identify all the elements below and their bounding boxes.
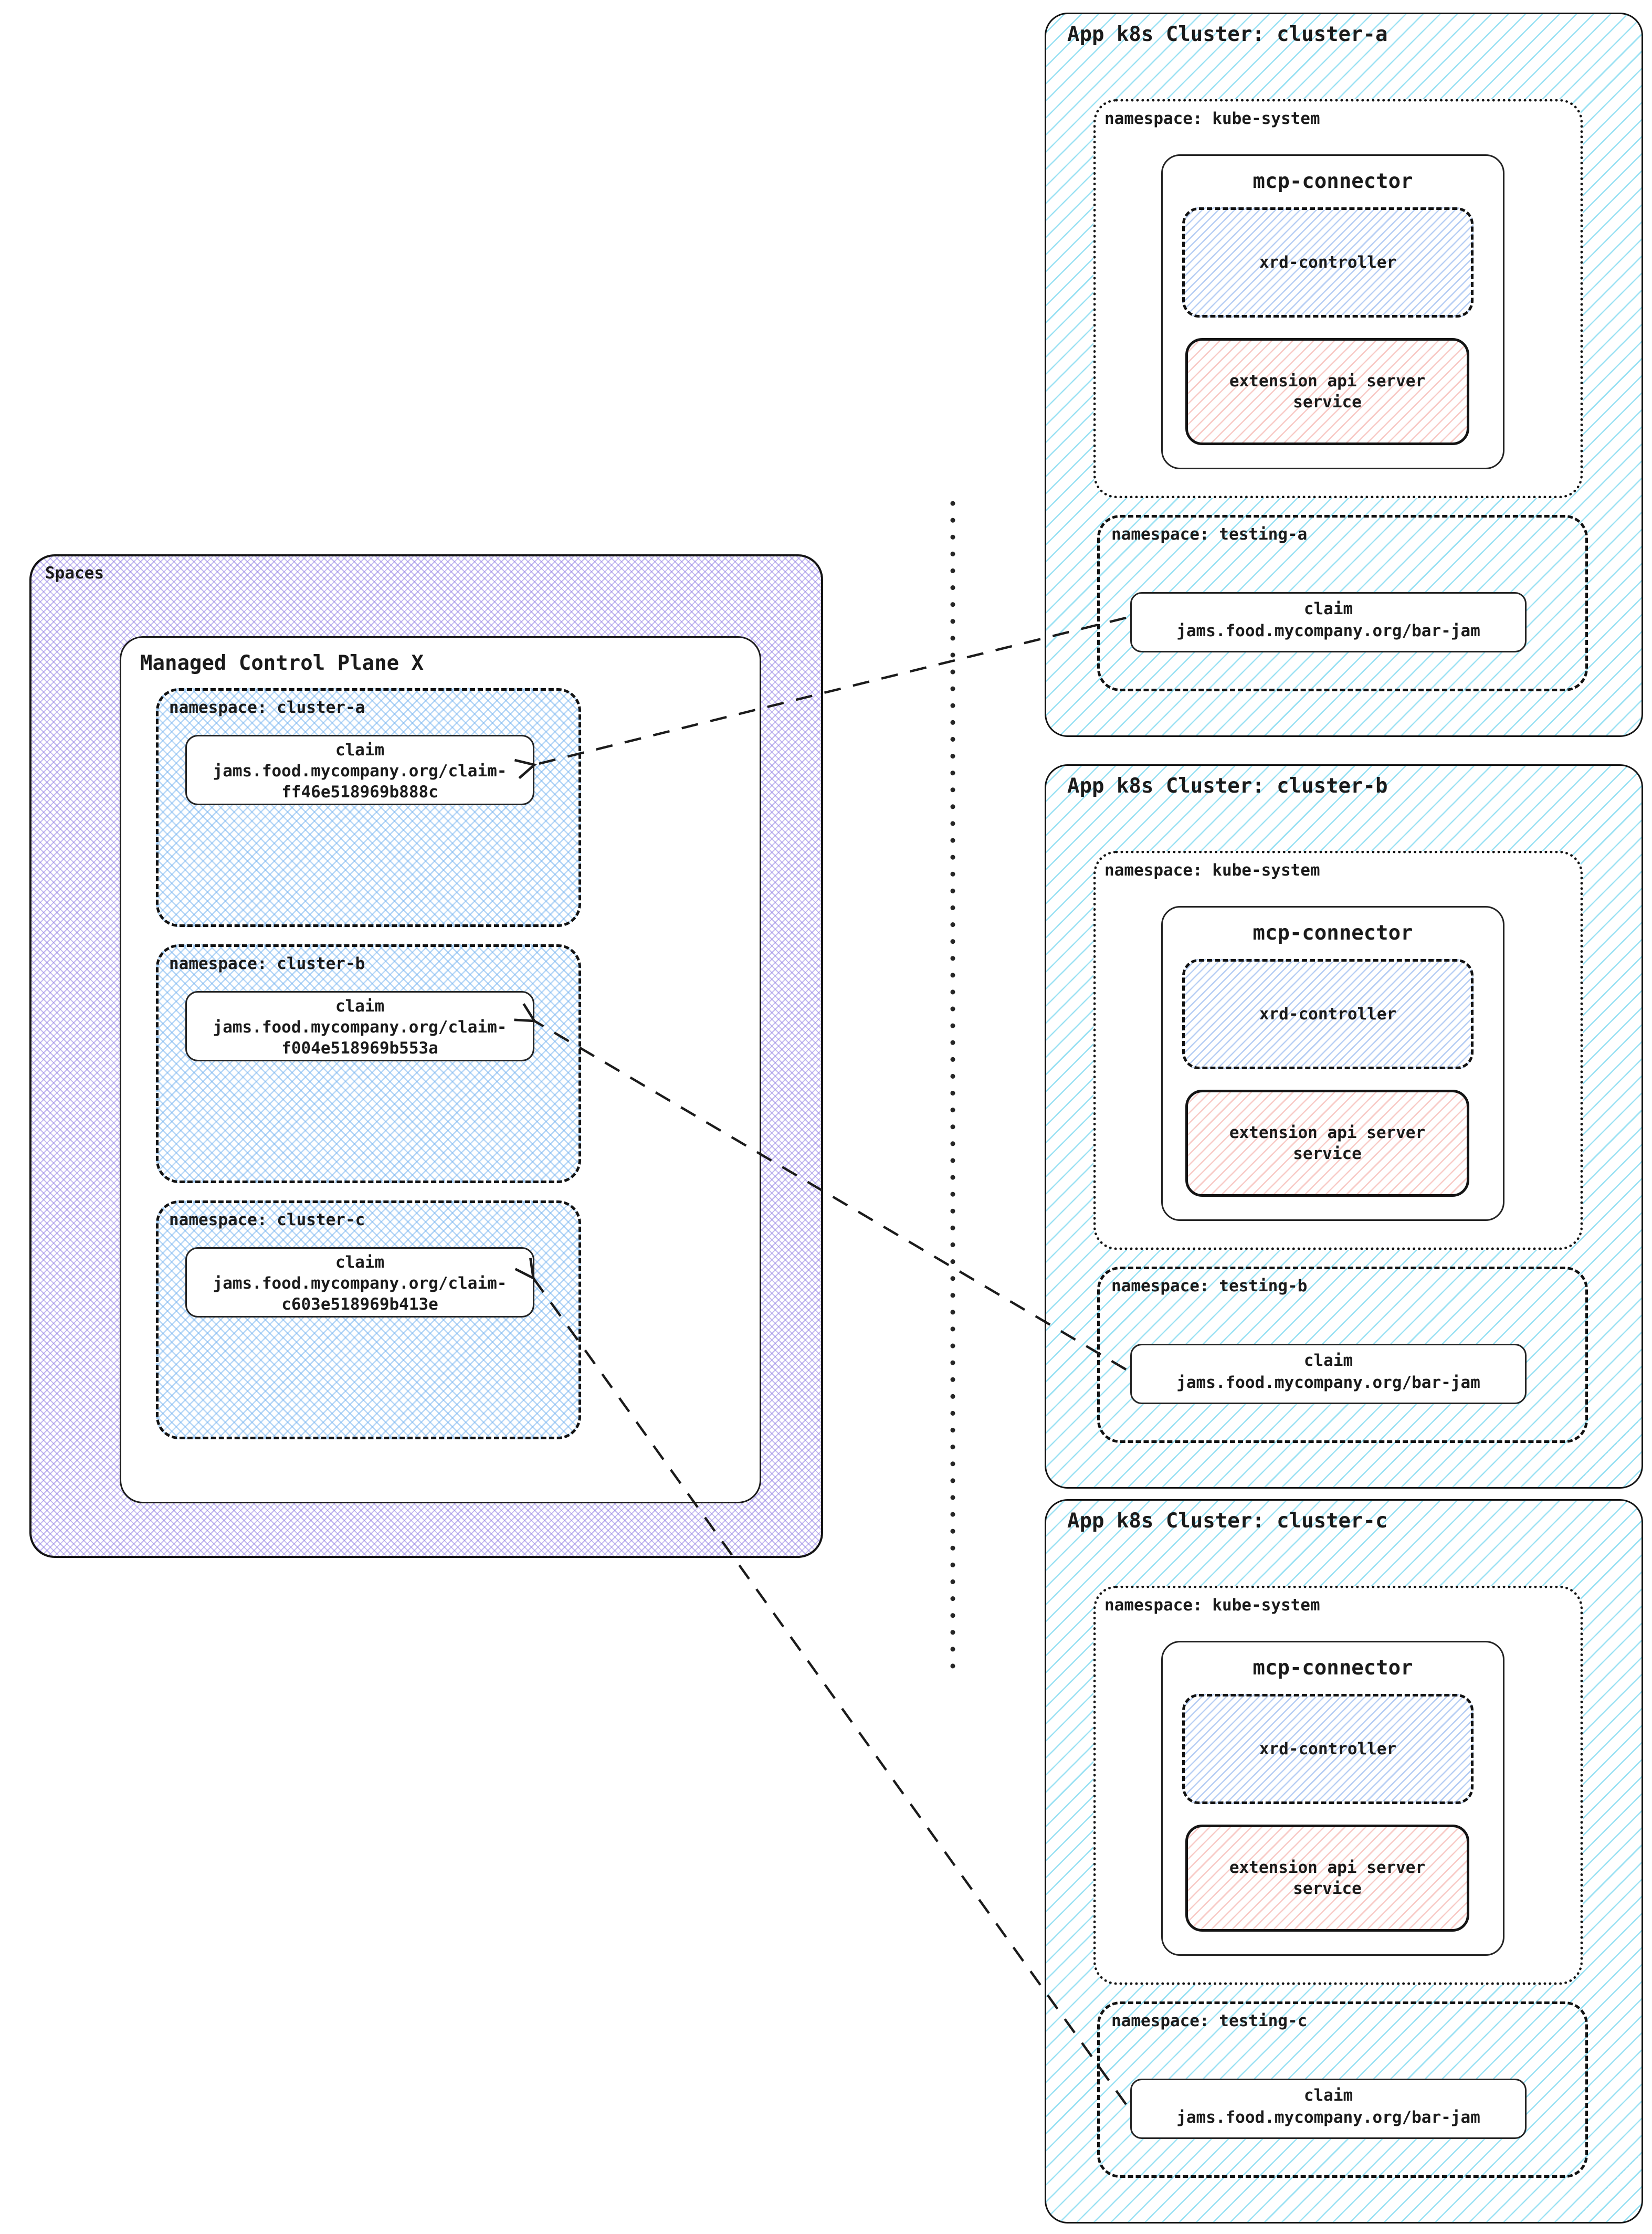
- namespace-cluster-b-box: namespace: cluster-b claim jams.food.myc…: [156, 944, 581, 1183]
- kube-system-namespace-box: namespace: kube-system mcp-connector xrd…: [1093, 851, 1583, 1250]
- claim-box-cluster-c: claim jams.food.mycompany.org/claim- c60…: [185, 1247, 534, 1318]
- claim-box-cluster-b: claim jams.food.mycompany.org/claim- f00…: [185, 991, 534, 1061]
- claim-title: claim: [1303, 599, 1353, 618]
- extension-api-server-line1: extension api server: [1229, 1123, 1426, 1142]
- extension-api-server-line1: extension api server: [1229, 372, 1426, 391]
- mcp-connector-label: mcp-connector: [1253, 921, 1413, 945]
- claim-box-testing-a: claim jams.food.mycompany.org/bar-jam: [1130, 592, 1527, 652]
- kube-system-namespace-box: namespace: kube-system mcp-connector xrd…: [1093, 1586, 1583, 1985]
- extension-api-server-box: extension api server service: [1185, 338, 1469, 445]
- xrd-controller-box: xrd-controller: [1182, 959, 1474, 1069]
- extension-api-server-line2: service: [1293, 1144, 1362, 1163]
- app-cluster-b-title: App k8s Cluster: cluster-b: [1067, 774, 1388, 798]
- mcp-connector-label: mcp-connector: [1253, 170, 1413, 193]
- claim-resource-id: c603e518969b413e: [281, 1295, 438, 1314]
- app-cluster-b-box: App k8s Cluster: cluster-b namespace: ku…: [1045, 764, 1643, 1489]
- spaces-container: Spaces Managed Control Plane X namespace…: [29, 554, 823, 1558]
- app-cluster-a-box: App k8s Cluster: cluster-a namespace: ku…: [1045, 13, 1643, 737]
- kube-system-namespace-label: namespace: kube-system: [1104, 861, 1320, 880]
- testing-a-namespace-label: namespace: testing-a: [1111, 525, 1308, 544]
- testing-b-namespace-box: namespace: testing-b claim jams.food.myc…: [1097, 1267, 1588, 1443]
- app-cluster-c-box: App k8s Cluster: cluster-c namespace: ku…: [1045, 1499, 1643, 2224]
- app-cluster-a-title: App k8s Cluster: cluster-a: [1067, 23, 1388, 46]
- testing-c-namespace-label: namespace: testing-c: [1111, 2011, 1308, 2030]
- claim-resource-line: jams.food.mycompany.org/claim-: [213, 762, 507, 781]
- testing-b-namespace-label: namespace: testing-b: [1111, 1277, 1308, 1295]
- app-cluster-c-title: App k8s Cluster: cluster-c: [1067, 1509, 1388, 1533]
- claim-resource-id: ff46e518969b888c: [281, 783, 438, 802]
- namespace-cluster-a-box: namespace: cluster-a claim jams.food.myc…: [156, 688, 581, 927]
- xrd-controller-box: xrd-controller: [1182, 1694, 1474, 1804]
- xrd-controller-label: xrd-controller: [1259, 1005, 1397, 1024]
- claim-title: claim: [335, 741, 385, 760]
- mcp-connector-box: mcp-connector xrd-controller extension a…: [1161, 906, 1504, 1221]
- testing-c-namespace-box: namespace: testing-c claim jams.food.myc…: [1097, 2001, 1588, 2178]
- namespace-cluster-a-label: namespace: cluster-a: [169, 698, 365, 717]
- xrd-controller-label: xrd-controller: [1259, 253, 1397, 272]
- extension-api-server-line1: extension api server: [1229, 1858, 1426, 1877]
- mcp-connector-box: mcp-connector xrd-controller extension a…: [1161, 1641, 1504, 1956]
- extension-api-server-line2: service: [1293, 393, 1362, 412]
- xrd-controller-box: xrd-controller: [1182, 207, 1474, 318]
- claim-box-testing-b: claim jams.food.mycompany.org/bar-jam: [1130, 1344, 1527, 1404]
- claim-resource: jams.food.mycompany.org/bar-jam: [1176, 621, 1480, 640]
- mcp-connector-label: mcp-connector: [1253, 1656, 1413, 1680]
- claim-resource-line: jams.food.mycompany.org/claim-: [213, 1018, 507, 1037]
- claim-resource-line: jams.food.mycompany.org/claim-: [213, 1274, 507, 1293]
- mcp-connector-box: mcp-connector xrd-controller extension a…: [1161, 154, 1504, 469]
- claim-resource: jams.food.mycompany.org/bar-jam: [1176, 2108, 1480, 2127]
- extension-api-server-box: extension api server service: [1185, 1090, 1469, 1197]
- extension-api-server-box: extension api server service: [1185, 1825, 1469, 1932]
- claim-title: claim: [335, 997, 385, 1016]
- kube-system-namespace-label: namespace: kube-system: [1104, 1596, 1320, 1615]
- namespace-cluster-b-label: namespace: cluster-b: [169, 954, 365, 973]
- xrd-controller-label: xrd-controller: [1259, 1740, 1397, 1758]
- namespace-cluster-c-box: namespace: cluster-c claim jams.food.myc…: [156, 1200, 581, 1439]
- managed-control-plane-box: Managed Control Plane X namespace: clust…: [120, 636, 761, 1503]
- claim-title: claim: [1303, 2086, 1353, 2105]
- kube-system-namespace-box: namespace: kube-system mcp-connector xrd…: [1093, 99, 1583, 498]
- claim-box-testing-c: claim jams.food.mycompany.org/bar-jam: [1130, 2079, 1527, 2139]
- claim-resource-id: f004e518969b553a: [281, 1039, 438, 1058]
- namespace-cluster-c-label: namespace: cluster-c: [169, 1210, 365, 1229]
- claim-resource: jams.food.mycompany.org/bar-jam: [1176, 1373, 1480, 1392]
- managed-control-plane-label: Managed Control Plane X: [140, 651, 424, 675]
- claim-title: claim: [335, 1253, 385, 1272]
- spaces-label: Spaces: [45, 564, 104, 583]
- kube-system-namespace-label: namespace: kube-system: [1104, 109, 1320, 128]
- extension-api-server-line2: service: [1293, 1879, 1362, 1898]
- claim-box-cluster-a: claim jams.food.mycompany.org/claim- ff4…: [185, 735, 534, 805]
- testing-a-namespace-box: namespace: testing-a claim jams.food.myc…: [1097, 515, 1588, 691]
- claim-title: claim: [1303, 1351, 1353, 1370]
